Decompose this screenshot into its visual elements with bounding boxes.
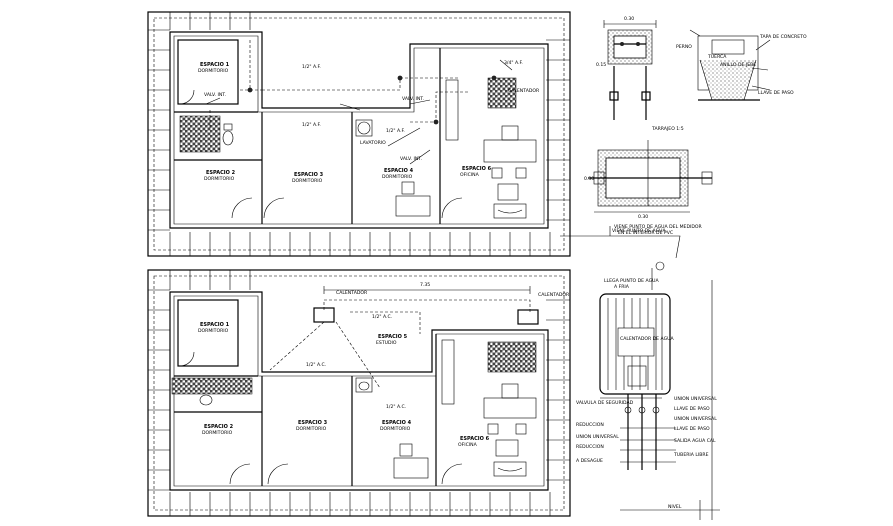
heater-right-3: UNION UNIVERSAL [674,416,717,422]
svg-text:OFICINA: OFICINA [460,172,480,178]
heater-label-2: CALENTADOR [538,292,570,298]
svg-text:ESTUDIO: ESTUDIO [376,340,397,346]
heater-top-label: LLEGA PUNTO DE AGUA [604,278,660,284]
room-label-b3: ESPACIO 3 DORMITORIO [296,420,328,432]
room-label-1: ESPACIO 1 DORMITORIO [198,62,230,74]
heater-right-2: LLAVE DE PASO [674,406,710,412]
lavatory-label: LAVATORIO [360,140,386,146]
svg-text:DORMITORIO: DORMITORIO [380,426,411,432]
water-entry-note: VIENE PUNTO DE AGUA [612,228,667,234]
box-label-bolt: PERNO [676,44,692,50]
pipe-label-2: 1/2" A.F. [302,122,321,128]
box-label-entry-2: EN EL INTERIOR DE PVC [618,230,673,236]
room-label-4: ESPACIO 4 DORMITORIO [382,168,414,180]
svg-text:DORMITORIO: DORMITORIO [296,426,327,432]
svg-text:ESPACIO 2: ESPACIO 2 [206,170,236,176]
pipe-label-1: 1/2" A.F. [302,64,321,70]
svg-text:ESPACIO 4: ESPACIO 4 [384,168,414,174]
svg-text:DORMITORIO: DORMITORIO [292,178,323,184]
heater-left-1: VALVULA DE SEGURIDAD [576,400,634,406]
box-dim-side: 0.15 [596,62,606,68]
valve-box-section: 0.30 0.15 [596,16,657,120]
svg-text:ESPACIO 1: ESPACIO 1 [200,62,230,68]
heater-left-5: A DESAGUE [576,458,603,464]
valve-box-cross-section: TAPA DE CONCRETO PERNO TUERCA ANILLO DE … [676,29,807,101]
heater-left-3: UNION UNIVERSAL [576,434,619,440]
water-heater-detail: LLEGA PUNTO DE AGUA A FRIA CALENTADOR DE… [576,261,720,520]
box-plan-dim-w: 0.30 [638,214,648,220]
heater-right-5: SALIDA AGUA CAL [674,438,716,444]
svg-text:DORMITORIO: DORMITORIO [202,430,233,436]
room-label-b2: ESPACIO 2 DORMITORIO [202,424,234,436]
box-label-cover: TAPA DE CONCRETO [759,34,807,40]
heater-right-6: TUBERIA LIBRE [673,452,709,458]
heater-level-label: NIVEL [668,504,682,510]
svg-text:ESPACIO 6: ESPACIO 6 [460,436,490,442]
box-label-plaster: TARRAJEO 1:5 [651,126,684,132]
room-label-2: ESPACIO 2 DORMITORIO [204,170,236,182]
pipe-label-b1: 1/2" A.C. [372,314,392,320]
box-label-nut: TUERCA [707,54,727,60]
box-dim-top: 0.30 [624,16,634,22]
room-label-b5: ESPACIO 5 ESTUDIO [376,334,408,346]
svg-text:ESPACIO 3: ESPACIO 3 [294,172,324,178]
svg-text:ESPACIO 5: ESPACIO 5 [378,334,408,340]
heater-right-4: LLAVE DE PASO [674,426,710,432]
svg-text:ESPACIO 3: ESPACIO 3 [298,420,328,426]
heater-right-1: UNION UNIVERSAL [674,396,717,402]
box-label-key: LLAVE DE PASO [758,90,794,96]
svg-text:DORMITORIO: DORMITORIO [382,174,413,180]
bottom-floor-plan: ESPACIO 1 DORMITORIO ESPACIO 2 DORMITORI… [147,269,571,517]
dimension-label: 7.35 [420,282,430,288]
room-label-b1: ESPACIO 1 DORMITORIO [198,322,230,334]
heater-label-top: CALENTADOR [508,88,540,94]
valve-box-plan: 0.30 0.30 TARRAJEO 1:5 VIENE PUNTO DE AG… [584,126,713,236]
heater-top-label-2: A FRIA [614,284,630,290]
svg-text:DORMITORIO: DORMITORIO [204,176,235,182]
heater-left-2: REDUCCION [576,422,604,428]
box-plan-dim-h: 0.30 [584,176,594,182]
valve-label-2: VALV. INT. [402,96,424,102]
heater-body-label: CALENTADOR DE AGUA [620,336,675,342]
svg-text:ESPACIO 2: ESPACIO 2 [204,424,234,430]
room-label-3: ESPACIO 3 DORMITORIO [292,172,324,184]
svg-text:ESPACIO 1: ESPACIO 1 [200,322,230,328]
top-floor-plan: ESPACIO 1 DORMITORIO ESPACIO 2 DORMITORI… [147,11,681,259]
svg-text:DORMITORIO: DORMITORIO [198,68,229,74]
box-label-entry: VIENE PUNTO DE AGUA DEL MEDIDOR [614,224,703,230]
svg-text:OFICINA: OFICINA [458,442,478,448]
valve-label-1: VALV. INT. [204,92,226,98]
box-label-ring: ANILLO DE JEBE [720,62,756,68]
room-label-b4: ESPACIO 4 DORMITORIO [380,420,412,432]
pipe-label-4: 3/4" A.F. [504,60,523,66]
pipe-label-b2: 1/2" A.C. [306,362,326,368]
heater-label-1: CALENTADOR [336,290,368,296]
svg-text:DORMITORIO: DORMITORIO [198,328,229,334]
room-label-b6: ESPACIO 6 OFICINA [458,436,490,448]
pipe-label-b3: 1/2" A.C. [386,404,406,410]
pipe-label-3: 1/2" A.F. [386,128,405,134]
valve-label-3: VALV. INT. [400,156,422,162]
heater-left-4: REDUCCION [576,444,604,450]
svg-text:ESPACIO 4: ESPACIO 4 [382,420,412,426]
svg-text:ESPACIO 6: ESPACIO 6 [462,166,492,172]
room-label-6: ESPACIO 6 OFICINA [460,166,492,178]
